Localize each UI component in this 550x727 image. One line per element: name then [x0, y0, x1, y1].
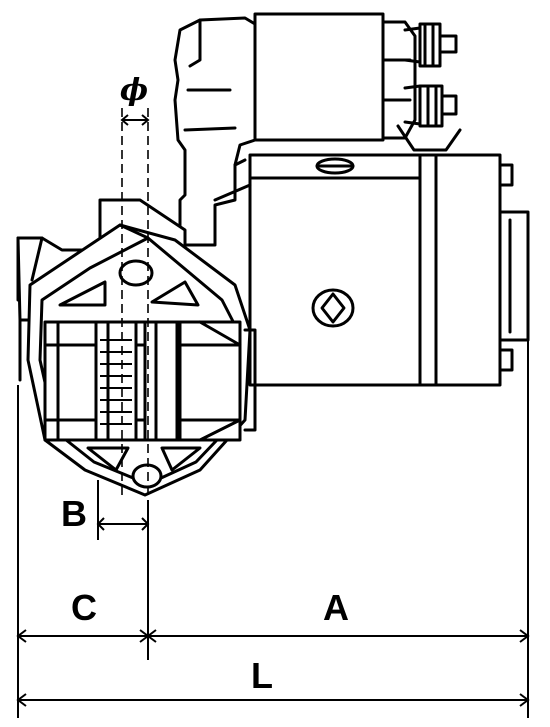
end-cap [498, 163, 530, 372]
motor-body [248, 153, 502, 387]
dimension-c [16, 629, 150, 643]
drive-housing [173, 16, 257, 247]
mounting-hole-top [315, 157, 355, 175]
terminal-lower [396, 84, 462, 152]
label-b: B [61, 493, 87, 534]
extension-lines [17, 340, 529, 718]
dimension-phi [120, 114, 150, 126]
dimension-l [16, 693, 530, 707]
inner-frame [43, 320, 242, 442]
through-bolt-head [311, 288, 355, 328]
housing-side-bump [18, 318, 257, 432]
dimension-b [96, 480, 150, 660]
label-c: C [71, 587, 97, 628]
label-a: A [323, 587, 349, 628]
label-phi: ϕ [120, 73, 148, 108]
terminal-upper [403, 22, 458, 68]
dimension-a [146, 629, 530, 643]
center-lines [121, 108, 149, 500]
pinion-gear [94, 320, 179, 442]
label-l: L [251, 655, 273, 696]
solenoid [253, 12, 417, 142]
